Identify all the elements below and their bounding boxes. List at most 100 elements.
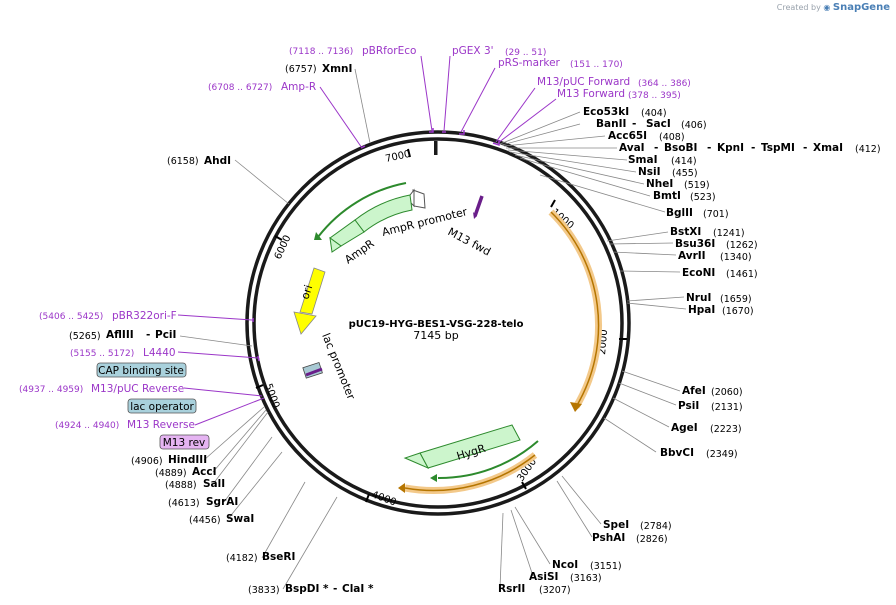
site-bspdi-name: BspDI * (285, 583, 329, 595)
site-rsrii-pos: (3207) (539, 585, 571, 596)
site-eco53ki-pos: (404) (641, 108, 667, 119)
site-bsu36i-name: Bsu36I (675, 238, 715, 250)
box-m13-rev: M13 rev (163, 437, 206, 449)
snapgene-credit: Created by ◉ SnapGene (777, 2, 890, 13)
site-hindiii-name: HindIII (168, 454, 207, 466)
site-bglii-pos: (701) (703, 209, 729, 220)
site-nhei-pos: (519) (684, 180, 710, 191)
primer-pbrforeco-name: pBRforEco (362, 45, 416, 57)
site-spei-name: SpeI (603, 519, 629, 531)
site-clai-name: ClaI * (342, 583, 374, 595)
site-nsii-pos: (455) (672, 168, 698, 179)
site-tspmi-name: TspMI (761, 142, 795, 154)
plasmid-length: 7145 bp (413, 329, 458, 342)
site-psii-pos: (2131) (711, 402, 743, 413)
site-acc65i-pos: (408) (659, 132, 685, 143)
lac-promoter: lac promoter (302, 331, 358, 402)
primer-m13puc-rev-pos: (4937 .. 4959) (19, 385, 83, 395)
site-bsobi-name: BsoBI (664, 142, 697, 154)
primer-m13puc-fwd-pos: (364 .. 386) (638, 79, 691, 89)
hygr-arrow: HygR (403, 424, 521, 470)
site-avrii-name: AvrII (678, 250, 706, 262)
site-avrii-pos: (1340) (720, 252, 752, 263)
site-bspdi-pos: (3833) (248, 585, 280, 596)
site-acci-pos: (4889) (155, 468, 187, 479)
site-afei-name: AfeI (682, 385, 706, 397)
site-aflIII-name: AflIII (106, 329, 134, 341)
origin-marker (434, 141, 438, 155)
primer-m13puc-rev-name: M13/pUC Reverse (91, 383, 184, 395)
site-avai-dash4: - (803, 142, 807, 154)
primer-m13-rev-name: M13 Reverse (127, 419, 195, 431)
credit-prefix: Created by (776, 3, 821, 12)
box-cap-binding-site: CAP binding site (98, 365, 184, 377)
site-nrui-name: NruI (686, 292, 711, 304)
site-eco53ki-name: Eco53kI (583, 106, 629, 118)
site-bbvci-name: BbvCI (660, 447, 694, 459)
site-bmti-pos: (523) (690, 192, 716, 203)
site-pcii-name: PciI (155, 329, 176, 341)
site-asisi-name: AsiSI (529, 571, 558, 583)
primer-pbrforeco-pos: (7118 .. 7136) (289, 47, 353, 57)
feature-lac-promoter: lac promoter (319, 331, 358, 402)
primer-l4440-name: L4440 (143, 347, 176, 359)
site-bstxi-name: BstXI (670, 226, 701, 238)
site-avai-dash2: - (707, 142, 711, 154)
site-spei-pos: (2784) (640, 521, 672, 532)
site-avai-dash3: - (751, 142, 755, 154)
site-rsrii-name: RsrII (498, 583, 525, 595)
orange-feature-arcs (398, 209, 602, 494)
primer-m13-fwd-name: M13 Forward (557, 88, 625, 100)
site-saci-name: SacI (646, 118, 671, 130)
site-bbvci-pos: (2349) (706, 449, 738, 460)
site-hindiii-pos: (4906) (131, 456, 163, 467)
site-bglii-name: BglII (666, 207, 693, 219)
site-agei-name: AgeI (671, 422, 698, 434)
m13-fwd-primer: M13 fwd (446, 195, 493, 259)
site-sali-pos: (4888) (165, 480, 197, 491)
ori-arrow: ori (293, 267, 326, 335)
site-leaders (179, 68, 687, 590)
site-saci-dash: - (632, 118, 636, 130)
primer-pgex3-name: pGEX 3' (452, 45, 494, 57)
site-sgrai-name: SgrAI (206, 496, 238, 508)
primer-leaders (177, 55, 557, 426)
site-banii-pos: (406) (681, 120, 707, 131)
site-pshai-pos: (2826) (636, 534, 668, 545)
site-bseri-name: BseRI (262, 551, 295, 563)
site-swai-pos: (4456) (189, 515, 221, 526)
primer-prs-marker-name: pRS-marker (498, 57, 561, 69)
site-swai-name: SwaI (226, 513, 254, 525)
site-bspdi-dash: - (333, 583, 337, 595)
site-xmni-name: XmnI (322, 63, 352, 75)
site-aflIII-pos: (5265) (69, 331, 101, 342)
site-nhei-name: NheI (646, 178, 673, 190)
primer-ampr-name: Amp-R (281, 81, 316, 93)
plasmid-name: pUC19-HYG-BES1-VSG-228-telo (349, 319, 524, 330)
site-labels: (6757) XmnI (6158) AhdI Eco53kI (404) Ba… (69, 63, 881, 596)
primer-l4440-pos: (5155 .. 5172) (70, 349, 134, 359)
primer-prs-marker-pos: (151 .. 170) (570, 60, 623, 70)
site-acci-name: AccI (192, 466, 216, 478)
site-ahdi-name: AhdI (204, 155, 231, 167)
site-pcii-dash: - (146, 329, 150, 341)
site-xmni-pos: (6757) (285, 64, 317, 75)
site-avai-dash1: - (654, 142, 658, 154)
site-xmai-name: XmaI (813, 142, 843, 154)
site-bstxi-pos: (1241) (713, 228, 745, 239)
primer-labels: (7118 .. 7136) pBRforEco pGEX 3' (29 .. … (19, 45, 691, 431)
site-bsu36i-pos: (1262) (726, 240, 758, 251)
primer-m13-rev-pos: (4924 .. 4940) (55, 421, 119, 431)
backbone (245, 130, 631, 516)
site-kpni-name: KpnI (717, 142, 744, 154)
site-ncoi-name: NcoI (552, 559, 578, 571)
box-lac-operator: lac operator (130, 401, 194, 413)
site-smai-name: SmaI (628, 154, 658, 166)
site-sali-name: SalI (203, 478, 225, 490)
snapgene-logo-icon: ◉ (823, 3, 831, 12)
site-hpai-name: HpaI (688, 304, 715, 316)
site-banii-name: BanII (596, 118, 626, 130)
site-avai-name: AvaI (619, 142, 645, 154)
site-smai-pos: (414) (671, 156, 697, 167)
